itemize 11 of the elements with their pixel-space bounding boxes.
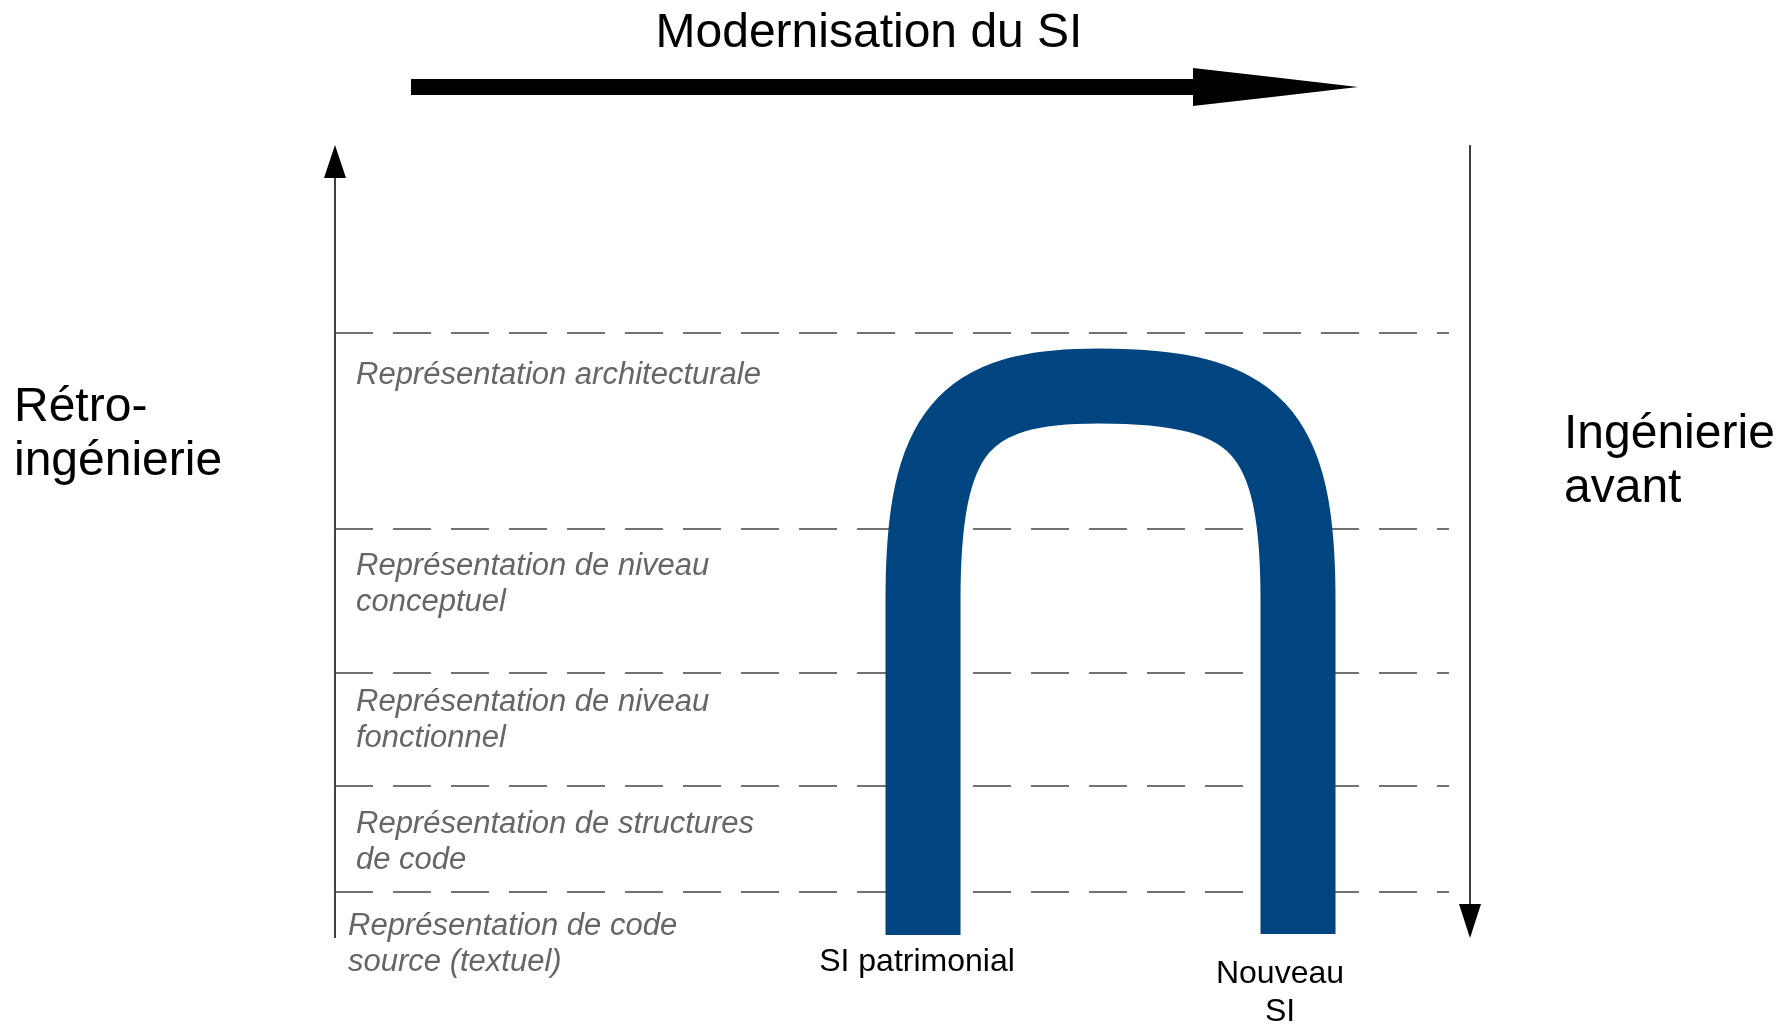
axis-label: Ingénierie avant <box>1564 405 1776 513</box>
level-label: Représentation de structures de code <box>356 805 756 877</box>
level-label: Représentation de code source (textuel) <box>348 907 679 979</box>
axis-label: Rétro-ingénierie <box>14 378 224 486</box>
node-label: SI patrimonial <box>817 941 1017 979</box>
level-label: Représentation de niveau fonctionnel <box>356 683 711 755</box>
u-shaped-band <box>885 348 1336 935</box>
level-label: Représentation de niveau conceptuel <box>356 547 711 619</box>
heading: Modernisation du SI <box>655 4 1083 58</box>
level-label: Représentation architecturale <box>356 356 761 392</box>
node-label: Nouveau SI <box>1205 953 1355 1029</box>
